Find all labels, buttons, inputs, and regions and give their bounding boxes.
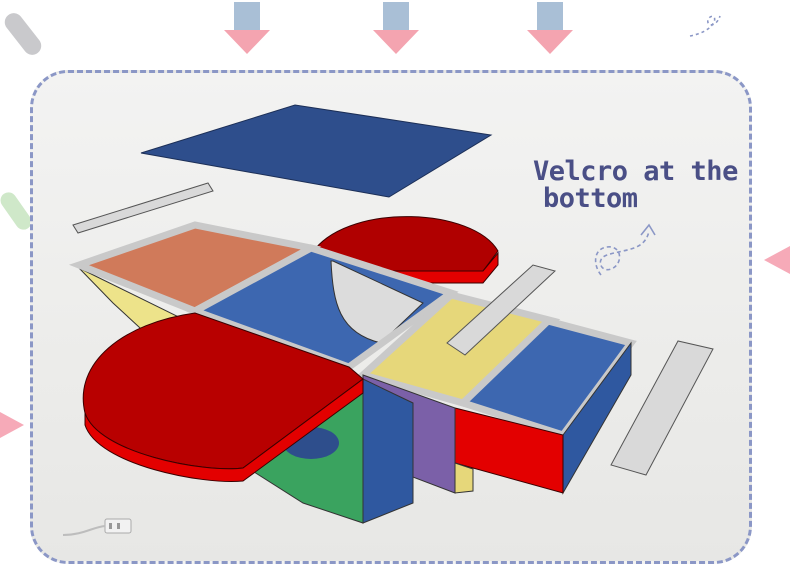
callout-line-2: bottom xyxy=(543,183,638,214)
grey-strip-left xyxy=(72,182,214,234)
grey-strip-inner xyxy=(446,264,556,356)
exploded-box-model xyxy=(62,104,714,536)
blue-front-block xyxy=(362,378,414,524)
decorative-triangle-right xyxy=(764,246,790,274)
decorative-triangle-left xyxy=(0,412,24,438)
callout-line-1: Velcro at the xyxy=(533,156,738,187)
decorative-pill-grey xyxy=(1,9,45,59)
decorative-doodle-icon xyxy=(689,15,721,37)
velcro-callout-label: Velcro at the bottom xyxy=(533,158,738,212)
power-plug-icon xyxy=(62,518,132,536)
grey-strip-right xyxy=(610,340,714,476)
navy-lid-panel xyxy=(140,104,493,198)
red-semicircle-back xyxy=(314,216,499,272)
diagram-frame: Velcro at the bottom xyxy=(30,70,752,564)
